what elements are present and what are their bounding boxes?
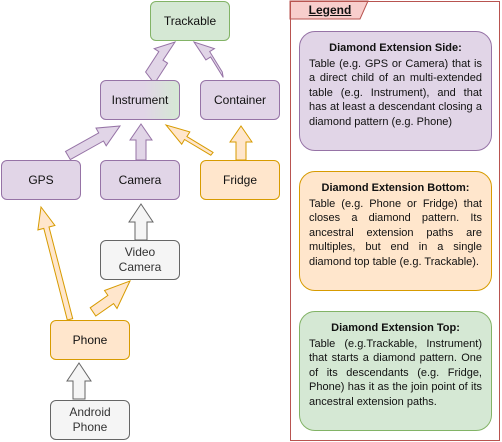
legend-bottom-heading: Diamond Extension Bottom:: [321, 182, 470, 194]
legend-title: Legend: [308, 3, 352, 17]
node-trackable-label: Trackable: [163, 13, 217, 28]
node-video-camera[interactable]: Video Camera: [100, 240, 180, 280]
legend-container: [290, 1, 500, 441]
node-android-phone[interactable]: Android Phone: [50, 400, 130, 440]
node-gps[interactable]: GPS: [1, 160, 81, 200]
node-instrument-label: Instrument: [111, 92, 169, 107]
node-phone[interactable]: Phone: [50, 320, 130, 360]
node-trackable[interactable]: Trackable: [150, 1, 230, 41]
node-fridge[interactable]: Fridge: [200, 160, 280, 200]
legend-card-side: Diamond Extension Side: Table (e.g. GPS …: [299, 31, 492, 151]
node-container-label: Container: [213, 92, 267, 107]
arrow-fridge-to-container: [229, 125, 253, 161]
legend-bottom-text: Table (e.g. Phone or Fridge) that closes…: [309, 197, 482, 268]
arrow-android-to-phone: [66, 362, 92, 400]
legend-side-heading: Diamond Extension Side:: [329, 42, 462, 54]
node-fridge-label: Fridge: [222, 172, 257, 187]
arrow-phone-to-gps: [37, 205, 74, 321]
arrow-gps-to-instrument: [64, 125, 122, 161]
node-camera-label: Camera: [118, 172, 162, 187]
arrow-camera-to-instrument: [129, 123, 153, 161]
arrow-videocamera-to-camera: [128, 203, 154, 241]
node-gps-label: GPS: [28, 172, 54, 187]
legend-top-heading: Diamond Extension Top:: [331, 322, 460, 334]
arrow-fridge-to-instrument: [164, 124, 214, 156]
legend-top-text: Table (e.g.Trackable, Instrument) that s…: [309, 337, 482, 408]
node-container[interactable]: Container: [200, 80, 280, 120]
node-video-camera-label: Video Camera: [118, 245, 162, 274]
arrow-phone-to-videocamera: [89, 280, 131, 317]
legend-card-bottom: Diamond Extension Bottom: Table (e.g. Ph…: [299, 171, 492, 291]
arrow-container-to-trackable: [192, 41, 224, 78]
node-android-phone-label: Android Phone: [69, 405, 111, 434]
legend-card-top: Diamond Extension Top: Table (e.g.Tracka…: [299, 311, 492, 431]
node-instrument[interactable]: Instrument: [100, 80, 180, 120]
legend-side-text: Table (e.g. GPS or Camera) that is a dir…: [309, 57, 482, 128]
node-camera[interactable]: Camera: [100, 160, 180, 200]
node-phone-label: Phone: [72, 332, 108, 347]
arrow-instrument-to-trackable: [144, 41, 177, 85]
